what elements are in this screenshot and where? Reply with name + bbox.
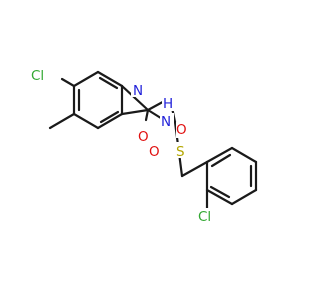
bond [230, 188, 258, 206]
nitrogen-atom-nh: N [161, 114, 171, 130]
bond [98, 76, 119, 90]
hydrogen-atom: H [163, 96, 173, 112]
molecule-structure: Cl N O N H S O O Cl [31, 66, 258, 225]
bond [96, 112, 124, 130]
bond [205, 146, 234, 164]
bond [210, 153, 232, 168]
bond [120, 108, 150, 116]
oxygen-atom-sulfonyl-right: O [176, 122, 187, 138]
oxygen-atom-ring: O [138, 129, 149, 145]
bond [72, 112, 100, 130]
nitrogen-atom-ring: N [133, 83, 143, 99]
bond [230, 146, 258, 164]
atom-group: Cl N O N H S O O Cl [31, 66, 219, 225]
bond [209, 185, 231, 199]
chlorine-atom-bottom: Cl [198, 209, 211, 225]
bond [96, 70, 124, 88]
chlorine-atom-left: Cl [31, 68, 44, 84]
bond [99, 110, 120, 124]
bond-group [48, 70, 258, 210]
bond [205, 188, 234, 206]
bond [180, 160, 209, 178]
sulfur-atom: S [176, 144, 185, 160]
oxygen-atom-sulfonyl-left: O [149, 144, 160, 160]
bond [60, 77, 76, 88]
bond [48, 112, 76, 130]
bond [120, 84, 150, 112]
bond [72, 70, 100, 88]
bond [144, 108, 150, 122]
